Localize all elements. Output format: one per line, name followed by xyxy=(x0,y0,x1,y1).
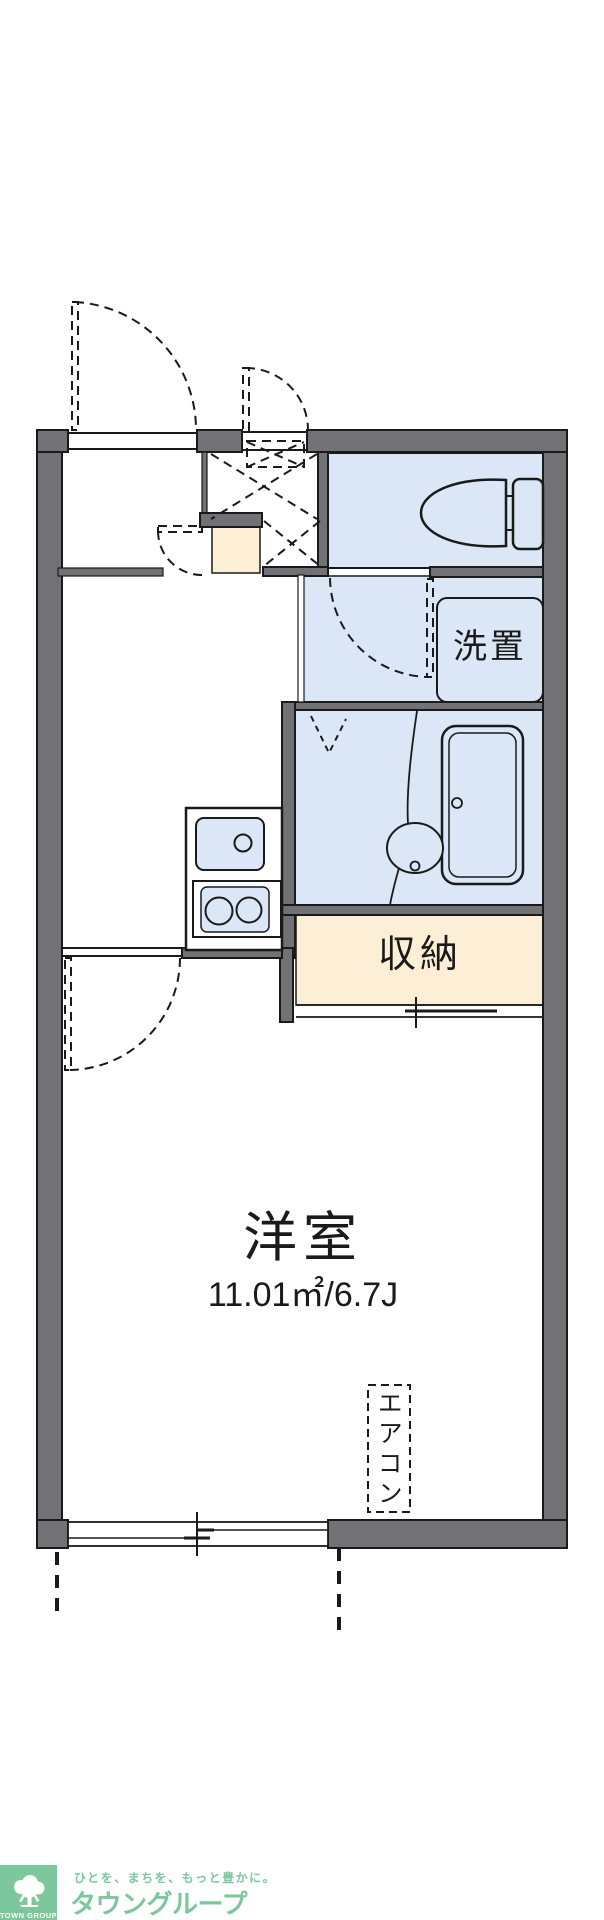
washroom-partition xyxy=(297,574,305,703)
bathtub-icon xyxy=(440,724,525,886)
door-swings xyxy=(64,301,434,1071)
main-room-label: 洋室 xyxy=(243,1208,363,1268)
aircon-box xyxy=(367,1384,411,1513)
washer-label: 洗置 xyxy=(453,628,527,666)
main-room-door-leaf xyxy=(64,957,72,1071)
front-room-bottom-wall xyxy=(57,567,164,577)
kitchen-unit xyxy=(184,806,284,952)
toilet-left-wall xyxy=(317,451,329,576)
bottom-wall xyxy=(327,1519,568,1549)
entrance-cross xyxy=(210,453,318,520)
aircon-label: エアコン xyxy=(374,1390,403,1510)
hall-door-arc xyxy=(157,530,203,576)
storage-sliding-door xyxy=(296,997,543,1028)
washer-box xyxy=(436,597,544,703)
tree-icon xyxy=(13,1875,44,1907)
top-wall-right xyxy=(306,429,568,453)
bath-folding-door xyxy=(310,715,347,756)
front-window-door-leaf xyxy=(71,301,79,431)
shoe-cabinet xyxy=(246,440,305,468)
kitchen-faucet xyxy=(233,833,253,853)
openings xyxy=(62,431,307,957)
shoe-cabinet-cross xyxy=(246,441,305,468)
stove-burner xyxy=(204,896,234,926)
stove-burner xyxy=(235,896,263,924)
brand-name: タウングループ xyxy=(70,1889,247,1919)
left-wall xyxy=(36,429,63,1549)
entrance-bottom-wall xyxy=(262,566,329,577)
bathroom-bottom-wall xyxy=(281,904,544,916)
top-wall-mid xyxy=(196,429,243,453)
brand-logo: TOWN GROUP xyxy=(0,1865,57,1920)
main-room-window xyxy=(67,1512,329,1556)
bath-sink-icon xyxy=(386,710,444,906)
front-window-door-arc xyxy=(74,301,197,428)
brand-footer: TOWN GROUP ひとを、まちを、もっと豊かに。 タウングループ xyxy=(0,1862,604,1920)
toilet-door-arc xyxy=(329,577,431,678)
toilet-icon xyxy=(419,477,545,551)
toilet-bottom-wall xyxy=(429,566,544,578)
hall-door-leaf xyxy=(157,525,203,533)
bathroom-top-wall xyxy=(282,701,544,711)
main-room-door-arc xyxy=(67,957,181,1071)
entrance-door-leaf xyxy=(242,367,250,431)
entrance-door-arc xyxy=(245,367,309,431)
kitchen-sink xyxy=(195,817,265,871)
brand-tagline: ひとを、まちを、もっと豊かに。 xyxy=(74,1871,277,1885)
storage-floor xyxy=(295,914,544,1006)
entrance-side-wall xyxy=(199,512,263,528)
right-wall xyxy=(542,429,568,1549)
entrance-partition xyxy=(201,451,208,514)
bottom-wall-left-corner xyxy=(36,1519,69,1549)
main-room-size-label: 11.01㎡/6.7J xyxy=(207,1276,399,1314)
top-wall-left-corner xyxy=(36,429,69,453)
entrance-cross-lower xyxy=(263,520,321,567)
entrance-step xyxy=(211,526,261,574)
logo-text: TOWN GROUP xyxy=(0,1911,58,1920)
bathroom-left-wall xyxy=(281,701,296,959)
storage-left-wall xyxy=(279,947,294,1023)
storage-label: 収納 xyxy=(377,934,462,976)
walls xyxy=(36,429,568,1549)
